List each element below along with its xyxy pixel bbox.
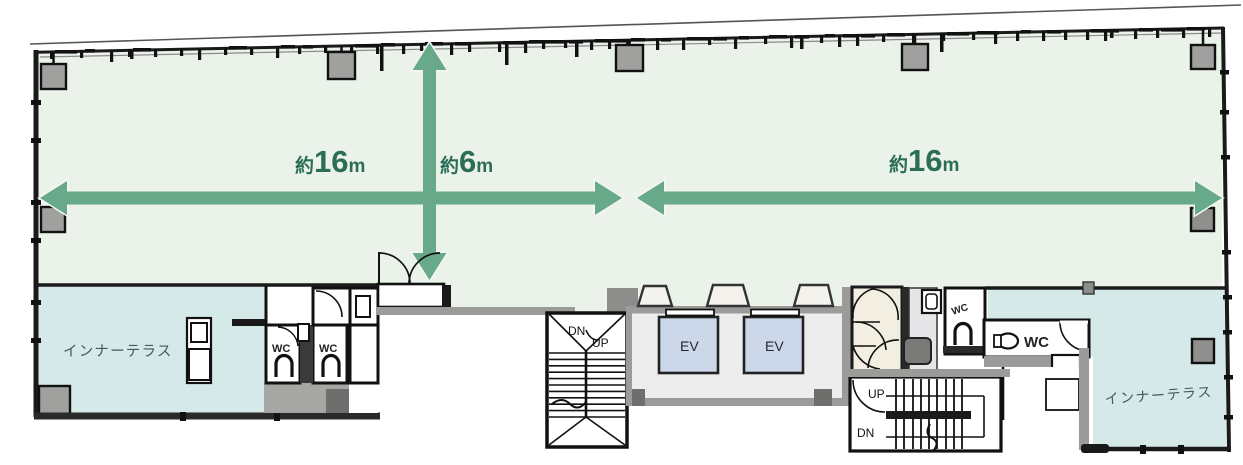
svg-text:UP: UP: [592, 336, 609, 350]
svg-text:DN: DN: [857, 426, 874, 440]
svg-text:インナーテラス: インナーテラス: [1104, 383, 1213, 407]
svg-text:WC: WC: [319, 343, 337, 355]
svg-text:EV: EV: [680, 338, 699, 354]
svg-text:EV: EV: [765, 338, 784, 354]
svg-text:WC: WC: [1024, 334, 1049, 351]
svg-text:インナーテラス: インナーテラス: [63, 344, 173, 360]
svg-text:UP: UP: [868, 387, 885, 401]
svg-text:WC: WC: [272, 343, 290, 355]
svg-text:約16m: 約16m: [889, 143, 959, 178]
svg-text:DN: DN: [568, 324, 585, 338]
svg-text:WC: WC: [950, 302, 969, 318]
